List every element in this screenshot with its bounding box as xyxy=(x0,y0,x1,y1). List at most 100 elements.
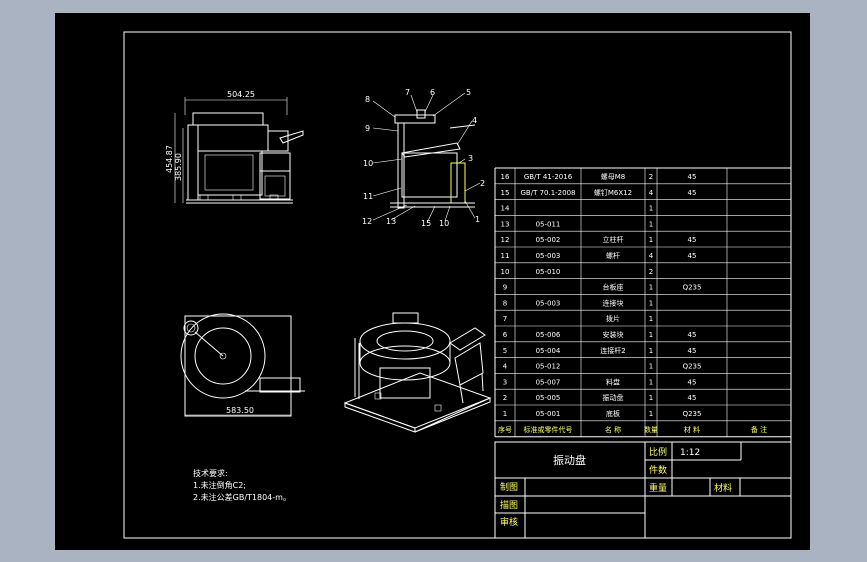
bom-cell-code: 05-012 xyxy=(536,363,561,371)
count-label: 件数 xyxy=(649,464,667,476)
draft-label: 描图 xyxy=(500,499,518,511)
balloon-13: 13 xyxy=(386,217,396,226)
bom-cell-no: 12 xyxy=(501,236,510,244)
bom-cell-qty: 2 xyxy=(649,268,653,276)
bom-cell-no: 6 xyxy=(503,331,508,339)
side-view xyxy=(372,92,481,224)
bom-cell-name: 螺钉M6X12 xyxy=(594,188,632,197)
bom-cell-name: 台板座 xyxy=(603,283,624,292)
bom-header-code: 标准或零件代号 xyxy=(524,425,573,434)
bom-cell-qty: 1 xyxy=(649,410,653,418)
balloon-8: 8 xyxy=(365,95,370,104)
balloon-15: 15 xyxy=(421,219,431,228)
bom-cell-no: 13 xyxy=(501,220,510,228)
isometric-view xyxy=(343,312,492,433)
bom-cell-material: 45 xyxy=(688,189,697,197)
bom-cell-no: 1 xyxy=(503,410,507,418)
bom-cell-name: 螺母M8 xyxy=(601,172,626,181)
material-label: 材料 xyxy=(714,482,732,494)
bom-cell-name: 料盘 xyxy=(606,377,620,386)
balloon-5: 5 xyxy=(466,88,471,97)
bom-cell-material: 45 xyxy=(688,394,697,402)
balloon-9: 9 xyxy=(365,124,370,133)
bom-cell-qty: 1 xyxy=(649,394,653,402)
bom-cell-qty: 2 xyxy=(649,173,653,181)
bom-cell-code: GB/T 70.1-2008 xyxy=(520,189,575,197)
front-view: 504.25 454.87 385.90 xyxy=(165,90,304,204)
bom-cell-qty: 1 xyxy=(649,236,653,244)
bom-cell-no: 8 xyxy=(503,299,507,307)
bom-cell-code: 05-001 xyxy=(536,410,561,418)
bom-cell-no: 15 xyxy=(501,189,510,197)
bom-header-material: 材 料 xyxy=(684,425,700,434)
balloon-10: 10 xyxy=(363,159,373,168)
bom-cell-name: 立柱杆 xyxy=(603,235,624,244)
bom-cell-no: 2 xyxy=(503,394,507,402)
top-width-dim: 583.50 xyxy=(226,406,254,415)
balloon-4: 4 xyxy=(472,116,477,125)
bom-cell-code: 05-006 xyxy=(536,331,561,339)
drawn-label: 制图 xyxy=(500,481,518,493)
bom-cell-qty: 1 xyxy=(649,378,653,386)
bom-cell-material: 45 xyxy=(688,236,697,244)
bom-cell-qty: 1 xyxy=(649,315,653,323)
balloon-1: 1 xyxy=(475,215,480,224)
bom-cell-code: 05-011 xyxy=(536,220,561,228)
bom-cell-name: 连接块 xyxy=(603,298,624,307)
bom-cell-code: 05-010 xyxy=(536,268,561,276)
bom-cell-material: Q235 xyxy=(683,363,702,371)
bom-cell-no: 3 xyxy=(503,378,507,386)
bom-cell-qty: 1 xyxy=(649,205,653,213)
bom-header-name: 名 称 xyxy=(605,425,621,434)
bom-cell-code: 05-002 xyxy=(536,236,561,244)
bom-cell-no: 14 xyxy=(501,205,510,213)
front-height-outer-dim: 454.87 xyxy=(165,145,174,173)
bom-cell-name: 振动盘 xyxy=(603,393,624,402)
bom-cell-name: 安装块 xyxy=(603,330,624,339)
bom-cell-no: 10 xyxy=(501,268,510,276)
bom-header-qty: 数量 xyxy=(644,425,658,434)
scale-label: 比例 xyxy=(649,446,667,458)
bom-cell-material: Q235 xyxy=(683,410,702,418)
notes-line-2: 2.未注公差GB/T1804-m。 xyxy=(193,492,291,502)
balloon-6: 6 xyxy=(430,88,435,97)
weight-label: 重量 xyxy=(649,482,667,494)
bom-cell-no: 7 xyxy=(503,315,507,323)
bom-cell-qty: 1 xyxy=(649,220,653,228)
notes-heading: 技术要求: xyxy=(193,468,228,478)
bom-cell-code: 05-004 xyxy=(536,347,561,355)
bom-cell-qty: 1 xyxy=(649,363,653,371)
bom-cell-no: 5 xyxy=(503,347,507,355)
front-height-inner-dim: 385.90 xyxy=(174,153,183,181)
bom-cell-no: 11 xyxy=(501,252,510,260)
notes-line-1: 1.未注倒角C2; xyxy=(193,480,246,490)
bom-cell-code: 05-003 xyxy=(536,252,561,260)
technical-notes: 技术要求: 1.未注倒角C2; 2.未注公差GB/T1804-m。 xyxy=(193,468,291,502)
bom-cell-material: 45 xyxy=(688,347,697,355)
scale-value: 1:12 xyxy=(680,448,700,458)
bom-cell-material: 45 xyxy=(688,331,697,339)
balloon-12: 12 xyxy=(362,217,372,226)
bom-cell-qty: 1 xyxy=(649,284,653,292)
front-width-dim: 504.25 xyxy=(227,90,255,99)
top-view: 583.50 xyxy=(180,313,305,417)
bom-cell-qty: 1 xyxy=(649,331,653,339)
review-label: 审核 xyxy=(500,516,518,528)
bom-cell-material: 45 xyxy=(688,173,697,181)
bom-cell-material: 45 xyxy=(688,378,697,386)
side-view-balloons: 8 7 6 5 4 9 3 10 2 11 1 12 13 15 10 xyxy=(362,88,485,228)
bom-cell-code: GB/T 41-2016 xyxy=(524,173,573,181)
bom-cell-no: 9 xyxy=(503,284,507,292)
bom-cell-material: 45 xyxy=(688,252,697,260)
title-block: 振动盘 比例 1:12 件数 重量 材料 制图 描图 审核 xyxy=(494,441,792,539)
bom-cell-name: 连接杆2 xyxy=(600,346,625,355)
drawing-sheet: 504.25 454.87 385.90 xyxy=(123,31,792,539)
bom-cell-name: 拨片 xyxy=(606,314,620,323)
balloon-7: 7 xyxy=(405,88,410,97)
drawing-viewport: 504.25 454.87 385.90 xyxy=(55,13,810,550)
bom-cell-code: 05-005 xyxy=(536,394,561,402)
balloon-3: 3 xyxy=(468,154,473,163)
bom-cell-name: 底板 xyxy=(606,409,620,418)
bom-cell-no: 4 xyxy=(503,363,508,371)
